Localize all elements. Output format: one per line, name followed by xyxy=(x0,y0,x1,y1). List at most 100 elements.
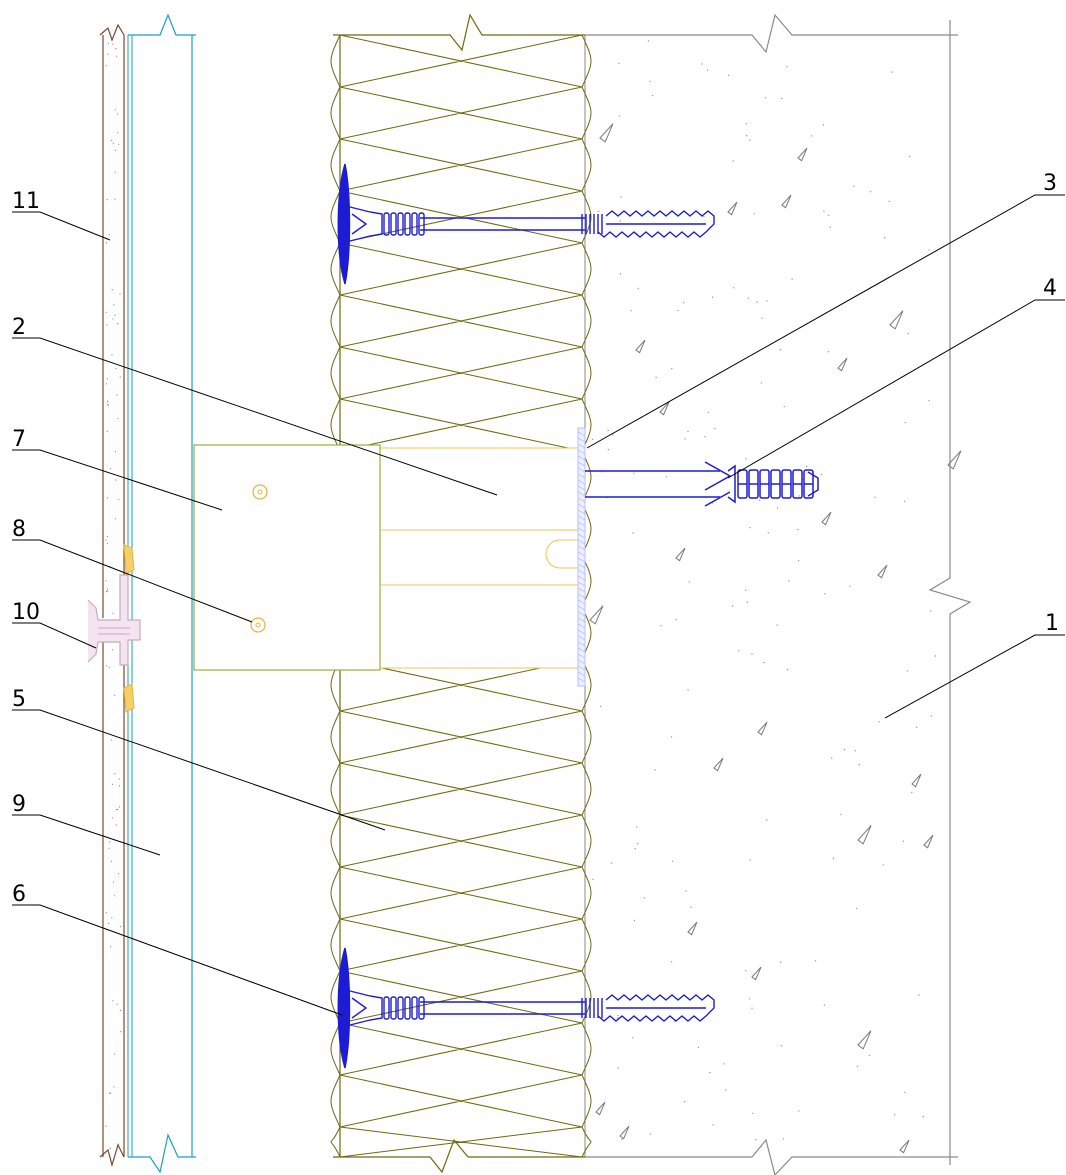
thermal-pad-body xyxy=(577,427,586,687)
concrete-speck xyxy=(592,878,594,881)
thermal-pad xyxy=(577,427,586,687)
concrete-speck xyxy=(786,668,789,671)
pad-hatch-line xyxy=(577,599,586,605)
panel-speck xyxy=(108,847,110,849)
pad-hatch-line xyxy=(577,557,586,563)
concrete-speck xyxy=(655,376,657,379)
concrete-speck xyxy=(934,655,936,657)
panel-joint xyxy=(87,544,141,713)
concrete-speck xyxy=(888,200,890,203)
panel-speck xyxy=(106,536,108,538)
callout-label-10: 10 xyxy=(12,600,40,625)
panel-speck xyxy=(116,55,118,57)
panel-speck xyxy=(111,783,114,785)
aggregate-triangle xyxy=(947,450,962,470)
panel-speck xyxy=(113,1086,115,1088)
pad-hatch-line xyxy=(577,509,586,515)
panel-speck xyxy=(110,946,112,948)
dowel-rib xyxy=(390,212,397,236)
panel-speck xyxy=(111,817,113,819)
concrete-speck xyxy=(745,123,747,125)
concrete-speck xyxy=(684,1100,686,1103)
aggregate-triangle xyxy=(687,921,698,936)
pad-hatch-line xyxy=(577,569,586,575)
pad-hatch-line xyxy=(577,623,586,629)
pad-hatch-line xyxy=(577,449,586,455)
concrete-speck xyxy=(732,160,734,162)
panel-speck xyxy=(105,580,107,582)
insulation-top-edge xyxy=(333,13,585,52)
pad-hatch-line xyxy=(577,527,586,533)
concrete-speck xyxy=(617,1067,619,1069)
pad-hatch-line xyxy=(577,635,586,641)
concrete-speck xyxy=(672,860,674,862)
concrete-speck xyxy=(684,438,686,440)
concrete-speck xyxy=(766,819,768,821)
thermal-pad-hatch xyxy=(577,431,586,683)
dowel-rib xyxy=(411,996,418,1020)
dowel-rib xyxy=(397,996,404,1020)
concrete-speck xyxy=(824,593,826,595)
concrete-speck xyxy=(755,1138,757,1141)
pad-hatch-line xyxy=(577,539,586,545)
concrete-speck xyxy=(829,226,831,228)
concrete-speck xyxy=(630,310,632,312)
concrete-speck xyxy=(751,653,753,655)
concrete-speck xyxy=(723,1063,725,1065)
concrete-speck xyxy=(632,532,634,534)
dowel-collar-inner xyxy=(351,213,368,235)
aggregate-triangle xyxy=(821,511,832,526)
concrete-speck xyxy=(712,1124,714,1126)
panel-bottom-break xyxy=(99,1143,125,1168)
rivet-icon xyxy=(250,617,266,633)
dowel-collar-inner xyxy=(351,997,368,1019)
concrete-speck xyxy=(805,465,808,468)
panel-speck xyxy=(107,400,109,402)
facade-dowel-icon xyxy=(337,163,715,285)
aggregate-triangle xyxy=(797,147,808,162)
concrete-speck xyxy=(670,961,673,963)
pad-hatch-line xyxy=(577,593,586,599)
concrete-speck xyxy=(781,1045,783,1047)
panel-speck xyxy=(107,403,109,405)
panel-speck xyxy=(116,1003,118,1005)
concrete-speck xyxy=(633,472,635,474)
panel-speck xyxy=(119,1031,122,1033)
pad-hatch-line xyxy=(577,671,586,677)
bracket-slot xyxy=(545,539,578,569)
panel-speck xyxy=(108,234,110,236)
concrete-speck xyxy=(781,97,783,100)
panel-speck xyxy=(112,142,114,144)
aggregate-triangle xyxy=(857,825,872,845)
panel-speck xyxy=(106,542,109,544)
dowel-cap xyxy=(337,947,351,1069)
panel-speck xyxy=(118,143,120,145)
pad-hatch-line xyxy=(577,563,586,569)
panel-speck xyxy=(119,1009,121,1012)
panel-speck xyxy=(115,824,117,826)
panel-speck xyxy=(109,841,111,843)
panel-speck xyxy=(117,808,119,810)
aggregate-triangle xyxy=(659,401,670,416)
concrete-speck xyxy=(907,332,909,335)
concrete-speck xyxy=(636,842,639,845)
concrete-speck xyxy=(704,436,706,438)
pad-hatch-line xyxy=(577,665,586,671)
pad-hatch-line xyxy=(577,473,586,479)
concrete-speck xyxy=(759,499,761,501)
concrete-speck xyxy=(687,430,689,433)
panel-speck xyxy=(110,860,112,862)
panel-speck xyxy=(119,376,121,378)
concrete-speck xyxy=(701,63,703,65)
dowel-rib xyxy=(404,212,411,236)
panel-speck xyxy=(119,293,121,295)
panel-speck xyxy=(106,588,108,590)
concrete-speck xyxy=(616,1017,619,1019)
pad-hatch-line xyxy=(577,503,586,509)
concrete-speck xyxy=(878,721,880,723)
concrete-speck xyxy=(677,309,679,312)
panel-speck xyxy=(114,314,116,316)
panel-speck xyxy=(116,394,118,396)
panel-speck xyxy=(107,590,109,592)
concrete-speck xyxy=(791,278,793,280)
